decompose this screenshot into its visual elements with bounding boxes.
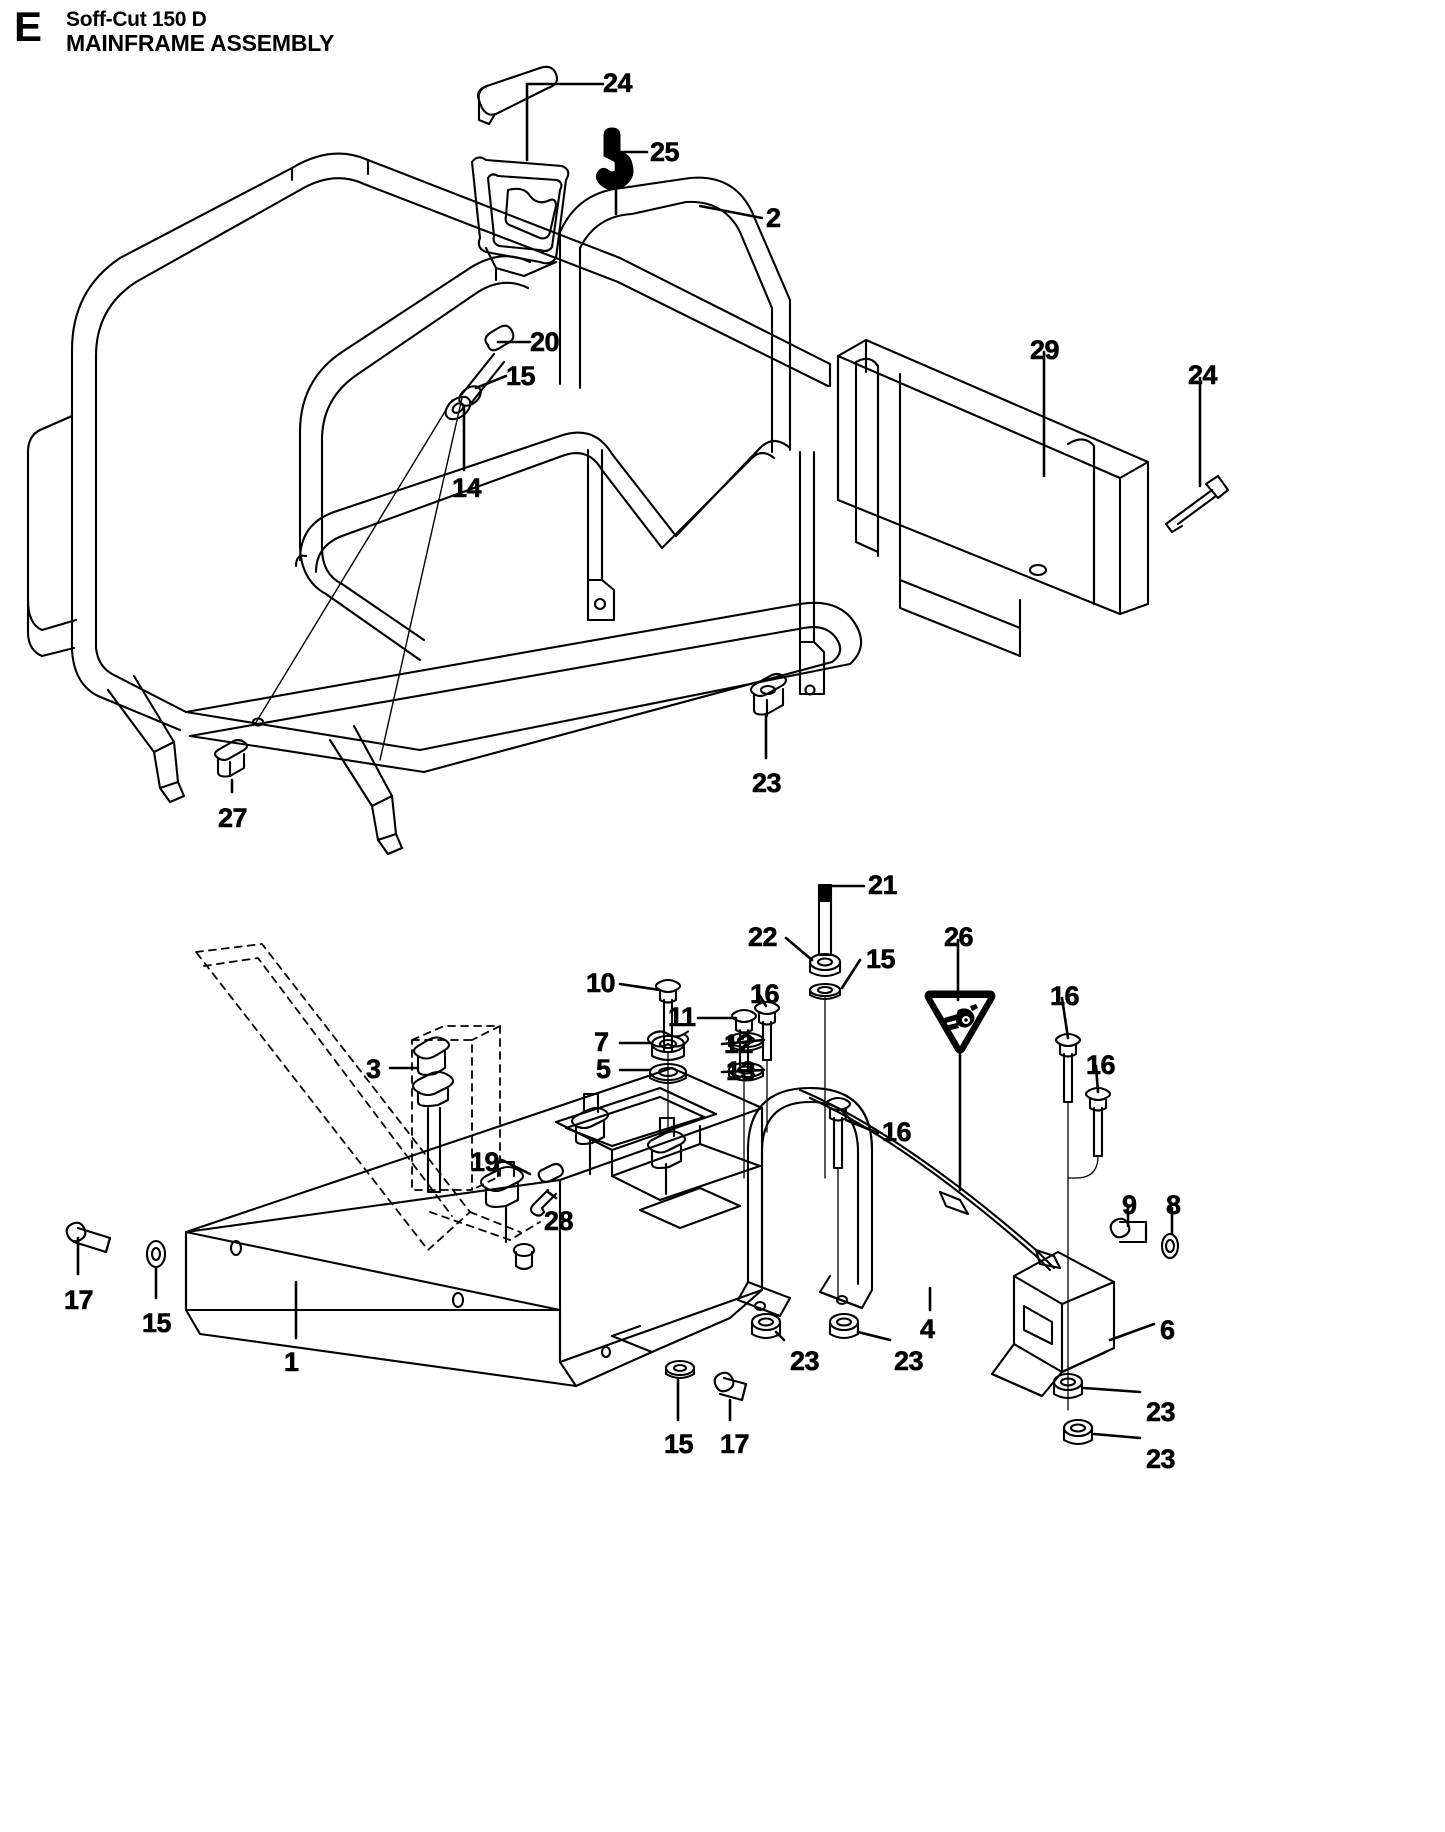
callout-29-rail: 29 <box>1030 335 1060 365</box>
callout-7-nut: 7 <box>594 1027 610 1057</box>
callout-12-washer: 12 <box>724 1029 754 1059</box>
callout-15-washer-a: 15 <box>506 361 536 391</box>
callout-28-grease: 28 <box>544 1206 574 1236</box>
callout-23-locknut-u: 23 <box>752 768 782 798</box>
callout-2-rollbar: 2 <box>766 203 782 233</box>
callout-20-bolt: 20 <box>530 327 560 357</box>
callout-10-bolt: 10 <box>586 968 616 998</box>
callout-21-stud: 21 <box>868 870 898 900</box>
sheet-header: E Soff-Cut 150 D MAINFRAME ASSEMBLY <box>0 0 1445 70</box>
callout-16-bolt-a: 16 <box>750 979 780 1009</box>
leader-lines <box>78 84 1200 1438</box>
callout-13-washer: 13 <box>726 1056 756 1086</box>
callout-8-washer: 8 <box>1166 1190 1182 1220</box>
warning-decal-icon <box>930 996 990 1048</box>
callout-23-locknut-a: 23 <box>790 1346 820 1376</box>
callout-25-hook: 25 <box>650 137 680 167</box>
roll-bar-frame <box>28 67 1228 854</box>
callout-24-bolt: 24 <box>1188 360 1218 390</box>
base-frame-assembly <box>67 885 1178 1444</box>
callout-17-bolt-a: 17 <box>64 1285 94 1315</box>
callout-3-knob: 3 <box>366 1054 382 1084</box>
callout-23-locknut-d: 23 <box>1146 1444 1176 1474</box>
callout-11-bolt: 11 <box>668 1002 697 1032</box>
callout-22-nut: 22 <box>748 922 778 952</box>
callout-1-baseframe: 1 <box>284 1347 300 1377</box>
callout-5-washer: 5 <box>596 1054 612 1084</box>
header-text-block: Soff-Cut 150 D MAINFRAME ASSEMBLY <box>66 8 334 56</box>
callout-15-washer-d: 15 <box>664 1429 694 1459</box>
callout-15-washer-b: 15 <box>866 944 896 974</box>
callout-23-locknut-b: 23 <box>894 1346 924 1376</box>
callout-23-locknut-c: 23 <box>1146 1397 1176 1427</box>
page-title: MAINFRAME ASSEMBLY <box>66 30 335 56</box>
callout-19-fitting: 19 <box>470 1147 500 1177</box>
callout-27-nut: 27 <box>218 803 248 833</box>
section-letter: E <box>14 3 42 50</box>
callout-6-bracket: 6 <box>1160 1315 1176 1345</box>
callout-15-washer-c: 15 <box>142 1308 172 1338</box>
callout-16-bolt-d: 16 <box>882 1117 912 1147</box>
callout-9-bolt: 9 <box>1122 1190 1138 1220</box>
callout-4-guard: 4 <box>920 1314 936 1344</box>
callout-16-bolt-c: 16 <box>1086 1050 1116 1080</box>
callout-24-grip: 24 <box>603 68 633 98</box>
model-name: Soff-Cut 150 D <box>66 8 207 31</box>
callout-26-decal: 26 <box>944 922 974 952</box>
callout-17-bolt-b: 17 <box>720 1429 750 1459</box>
callout-16-bolt-b: 16 <box>1050 981 1080 1011</box>
callout-14-knob: 14 <box>452 473 482 503</box>
